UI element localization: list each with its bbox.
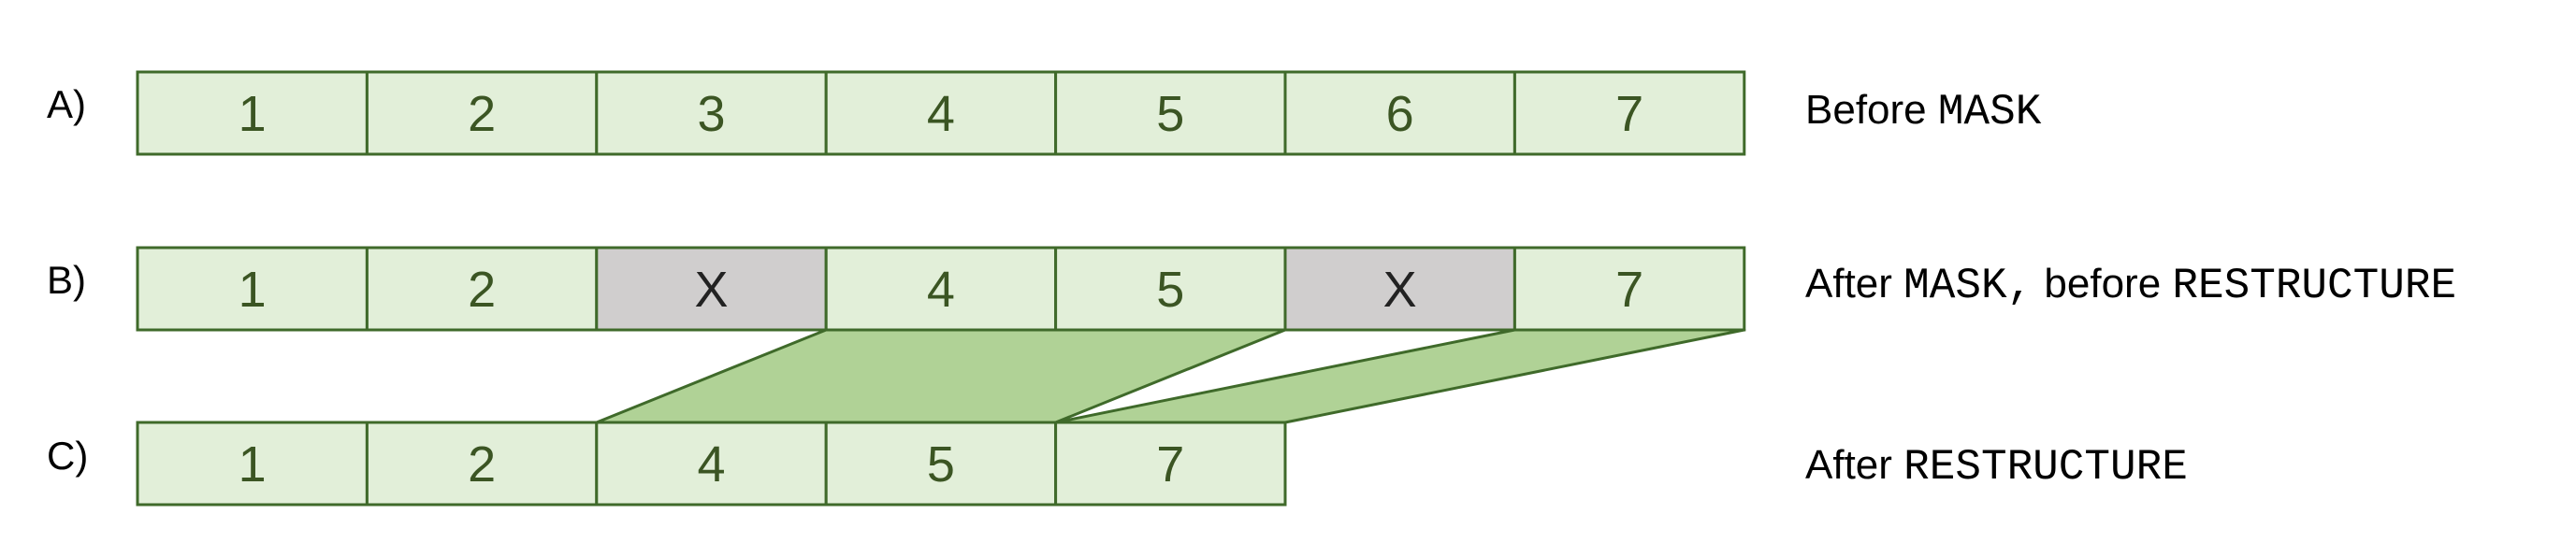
caption-after-restructure: After RESTRUCTURE xyxy=(1805,442,2188,492)
cell-value: 7 xyxy=(1156,436,1184,493)
cell-value: 4 xyxy=(927,86,955,142)
caption-after-mask-before-restructure: After MASK, before RESTRUCTURE xyxy=(1805,261,2457,310)
caption-text: Before xyxy=(1805,87,1938,133)
array-cell xyxy=(595,70,828,156)
array-cell xyxy=(1054,421,1287,507)
row-label-a: A) xyxy=(47,82,86,126)
array-cell xyxy=(136,421,369,507)
cell-value: 5 xyxy=(927,436,955,493)
cell-value: 5 xyxy=(1156,86,1184,142)
caption-text: before xyxy=(2033,261,2173,307)
array-cell xyxy=(1512,70,1746,156)
masked-cell-label: X xyxy=(1383,262,1417,318)
caption-text: After xyxy=(1805,261,1904,307)
array-cell xyxy=(136,70,369,156)
cell-value: 4 xyxy=(927,262,955,318)
array-cell xyxy=(1283,70,1516,156)
row-label-b: B) xyxy=(47,258,86,302)
array-cell xyxy=(1512,246,1746,332)
masked-cell xyxy=(1283,246,1516,332)
cell-value: 5 xyxy=(1156,262,1184,318)
caption-code: RESTRUCTURE xyxy=(2172,262,2457,310)
array-cell xyxy=(365,246,599,332)
caption-before-mask: Before MASK xyxy=(1805,87,2042,136)
cell-value: 2 xyxy=(468,86,496,142)
caption-text: After xyxy=(1805,442,1904,488)
cell-value: 2 xyxy=(468,436,496,493)
array-cell xyxy=(1054,70,1287,156)
array-cell xyxy=(365,421,599,507)
caption-code: MASK xyxy=(1937,88,2042,136)
cell-value: 4 xyxy=(697,436,725,493)
cell-value: 1 xyxy=(239,86,267,142)
cell-value: 7 xyxy=(1615,86,1643,142)
cell-value: 1 xyxy=(239,262,267,318)
masked-cell xyxy=(595,246,828,332)
cell-value: 6 xyxy=(1386,86,1414,142)
caption-code: RESTRUCTURE xyxy=(1903,443,2188,492)
masked-cell-label: X xyxy=(694,262,728,318)
array-cell xyxy=(365,70,599,156)
array-cell xyxy=(824,70,1058,156)
caption-code: MASK, xyxy=(1903,262,2033,310)
array-cell xyxy=(824,246,1058,332)
row-label-c: C) xyxy=(47,434,89,478)
array-cell xyxy=(136,246,369,332)
array-cell xyxy=(595,421,828,507)
array-cell xyxy=(1054,246,1287,332)
cell-value: 3 xyxy=(697,86,725,142)
connectors xyxy=(595,328,1746,424)
cell-value: 7 xyxy=(1615,262,1643,318)
cell-value: 2 xyxy=(468,262,496,318)
cell-value: 1 xyxy=(239,436,267,493)
